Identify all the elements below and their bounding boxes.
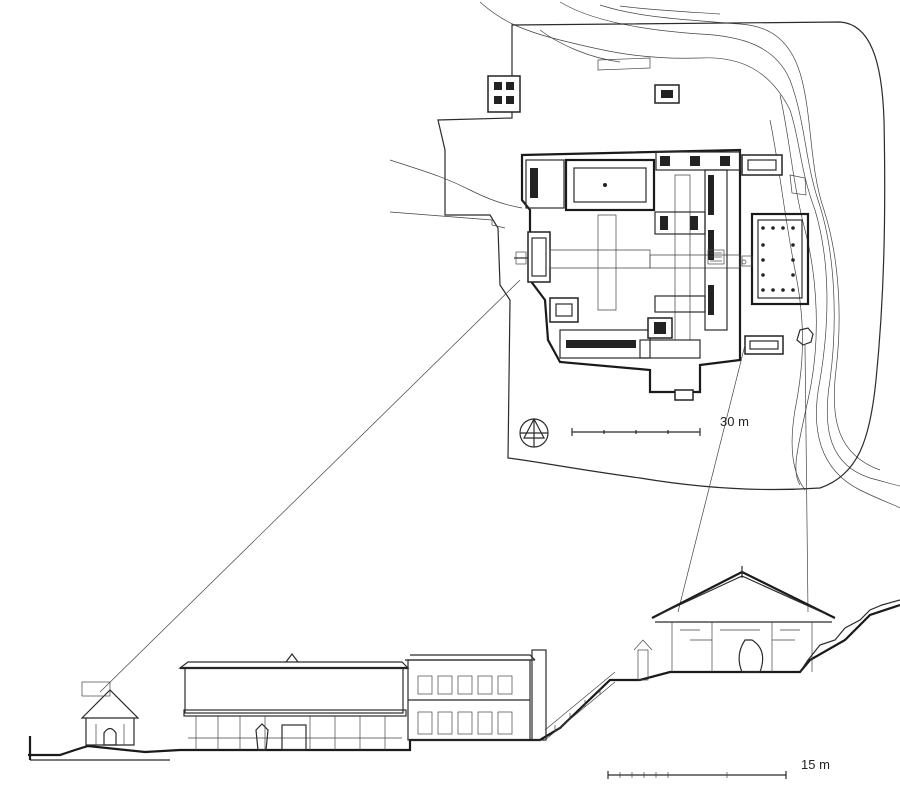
plan-scale-bar	[571, 428, 701, 436]
octagonal-stupa	[796, 327, 814, 346]
temple-hall-elevation	[633, 566, 836, 681]
section-scale-label: 15 m	[801, 757, 830, 772]
gate-building-north	[487, 75, 521, 113]
roads	[389, 159, 523, 229]
section-scale-bar	[607, 771, 787, 779]
north-arrow	[519, 417, 549, 448]
ground-line	[28, 603, 900, 757]
outbuilding-se	[744, 335, 784, 355]
site-section: 15 m	[28, 566, 900, 779]
monastery-compound	[514, 148, 742, 401]
gate-pavilion-elevation	[80, 681, 140, 746]
main-hall-elevation	[178, 653, 410, 751]
plan-scale-label: 30 m	[720, 414, 749, 429]
stair-ramp	[544, 671, 616, 741]
section-projection-lines	[99, 279, 809, 693]
site-plan: 30 m	[99, 1, 900, 693]
main-temple-hall-plan	[741, 212, 810, 306]
rock-cliff	[799, 599, 900, 673]
two-storey-hall-elevation	[405, 649, 547, 741]
site-boundary	[437, 21, 886, 491]
